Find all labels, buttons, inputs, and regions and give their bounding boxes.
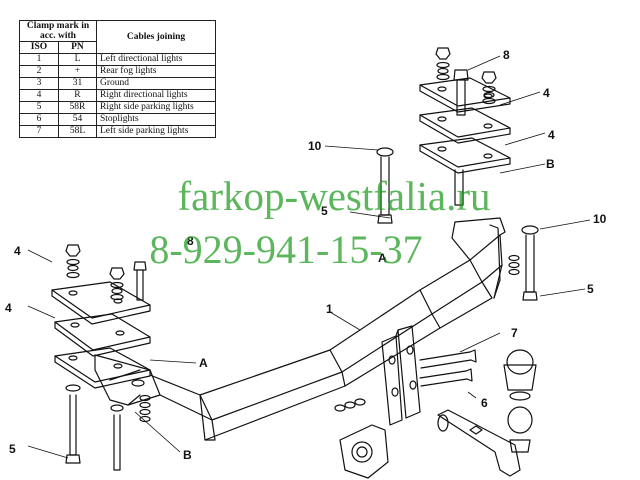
ball-mount-bracket <box>334 325 477 426</box>
tow-ball-arm <box>437 349 537 477</box>
cell-iso: 3 <box>19 77 59 90</box>
cables-joining-table: Clamp mark in acc. with Cables joining I… <box>19 20 216 138</box>
label-part-4-left-top: 4 <box>14 244 21 258</box>
cell-desc: Left directional lights <box>96 53 216 66</box>
label-part-7: 7 <box>511 326 518 340</box>
label-part-5-right: 5 <box>587 282 594 296</box>
header-pn: PN <box>57 41 98 54</box>
label-part-10-left: 10 <box>308 139 322 153</box>
left-bolts <box>65 384 151 471</box>
header-clamp-mark: Clamp mark in acc. with <box>19 20 97 42</box>
label-part-8-right: 8 <box>503 48 510 62</box>
label-mark-b-left: B <box>183 448 192 462</box>
table-row: 7 58L Left side parking lights <box>19 125 216 138</box>
label-part-4-left-bottom: 4 <box>5 301 12 315</box>
label-mark-a-right: A <box>378 251 387 265</box>
cell-pn: 31 <box>57 77 98 90</box>
cell-pn: + <box>57 65 98 78</box>
table-row: 5 58R Right side parking lights <box>19 101 216 114</box>
cell-iso: 4 <box>19 89 59 102</box>
cell-iso: 7 <box>19 125 59 138</box>
label-mark-a-left: A <box>199 356 208 370</box>
header-iso: ISO <box>19 41 59 54</box>
label-part-5-center: 5 <box>321 204 328 218</box>
cell-desc: Rear fog lights <box>96 65 216 78</box>
table-row: 6 54 Stoplights <box>19 113 216 126</box>
label-part-5-left: 5 <box>9 442 16 456</box>
header-cables-joining: Cables joining <box>96 20 216 54</box>
cell-pn: 58L <box>57 125 98 138</box>
label-part-1: 1 <box>326 302 333 316</box>
cell-iso: 2 <box>19 65 59 78</box>
label-mark-b-right: B <box>546 157 555 171</box>
callout-labels: 1 4 4 4 4 5 5 5 6 7 8 8 10 10 A A B B <box>5 48 607 462</box>
socket-plate <box>339 424 389 479</box>
cell-iso: 1 <box>19 53 59 66</box>
label-part-8-left: 8 <box>187 234 194 248</box>
cell-desc: Left side parking lights <box>96 125 216 138</box>
label-part-6: 6 <box>481 396 488 410</box>
cell-pn: R <box>57 89 98 102</box>
cell-desc: Ground <box>96 77 216 90</box>
cell-desc: Right side parking lights <box>96 101 216 114</box>
right-fastener-stacks <box>435 47 497 206</box>
table-row: 1 L Left directional lights <box>19 53 216 66</box>
right-bolts <box>376 147 539 301</box>
label-part-10-right: 10 <box>593 212 607 226</box>
right-plates <box>419 77 511 174</box>
table-row: 2 + Rear fog lights <box>19 65 216 78</box>
cell-desc: Right directional lights <box>96 89 216 102</box>
left-plates <box>51 281 151 389</box>
cell-iso: 6 <box>19 113 59 126</box>
cell-desc: Stoplights <box>96 113 216 126</box>
label-part-4-right-mid: 4 <box>548 128 555 142</box>
left-fastener-stacks <box>65 244 147 301</box>
table-row: 3 31 Ground <box>19 77 216 90</box>
table-row: 4 R Right directional lights <box>19 89 216 102</box>
leader-lines <box>27 55 591 459</box>
label-part-4-right-top: 4 <box>543 86 550 100</box>
cell-pn: 58R <box>57 101 98 114</box>
cell-pn: L <box>57 53 98 66</box>
cell-pn: 54 <box>57 113 98 126</box>
cell-iso: 5 <box>19 101 59 114</box>
crossbar-part <box>149 217 506 441</box>
